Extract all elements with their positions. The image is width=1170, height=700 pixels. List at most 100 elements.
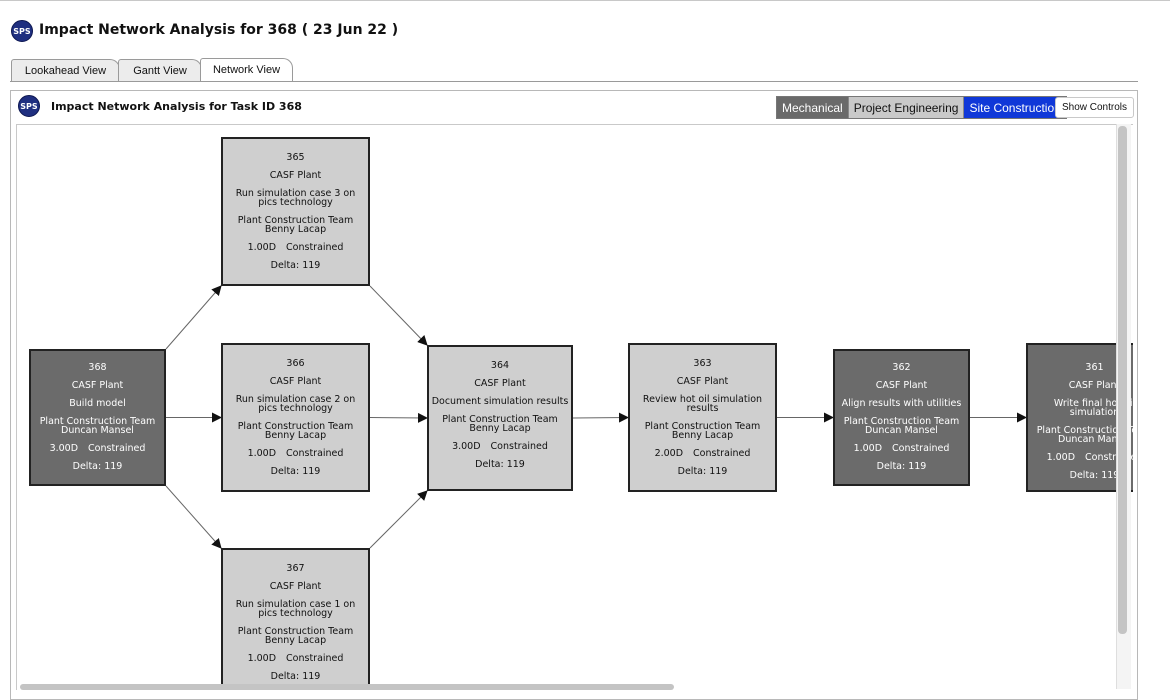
task-duration: 1.00D	[1046, 452, 1076, 463]
edge-365-364	[369, 285, 428, 346]
filter-mechanical[interactable]: Mechanical	[777, 97, 848, 118]
top-border	[0, 0, 1170, 1]
task-status: Constrained	[88, 443, 146, 454]
tab-gantt-view[interactable]: Gantt View	[118, 59, 202, 81]
task-id: 368	[88, 362, 107, 373]
tab-label: Lookahead View	[24, 64, 107, 77]
task-name: Review hot oil simulation results	[642, 394, 763, 414]
edge-364-363	[572, 412, 629, 423]
task-delta: Delta: 119	[677, 466, 728, 477]
task-name: Run simulation case 1 on pics technology	[235, 599, 356, 619]
panel-title: Impact Network Analysis for Task ID 368	[51, 100, 302, 113]
task-team: Plant Construction Team	[39, 416, 156, 427]
task-id: 361	[1085, 362, 1104, 373]
task-status: Constrained	[286, 448, 344, 459]
task-person: Duncan Mansel	[1058, 434, 1131, 445]
tab-label: Network View	[212, 64, 281, 76]
task-person: Duncan Mansel	[865, 425, 938, 436]
task-delta: Delta: 119	[270, 466, 321, 477]
task-person: Benny Lacap	[264, 430, 327, 441]
edge-368-365	[165, 285, 222, 350]
task-company: CASF Plant	[676, 376, 729, 387]
task-person: Benny Lacap	[264, 635, 327, 646]
task-company: CASF Plant	[269, 581, 322, 592]
task-team: Plant Construction Team	[843, 416, 960, 427]
page-title: Impact Network Analysis for 368 ( 23 Jun…	[39, 22, 399, 38]
task-duration-row: 1.00D Constrained	[223, 653, 368, 664]
task-name: Write final hot oil simulation	[1053, 398, 1133, 418]
task-status: Constrained	[286, 242, 344, 253]
task-status: Constrained	[693, 448, 751, 459]
task-id: 365	[286, 152, 305, 163]
task-duration: 3.00D	[49, 443, 79, 454]
task-team: Plant Construction Team	[237, 626, 354, 637]
task-delta: Delta: 119	[270, 671, 321, 682]
task-duration: 3.00D	[452, 441, 481, 452]
show-controls-button[interactable]: Show Controls	[1055, 97, 1134, 118]
task-name: Run simulation case 3 on pics technology	[235, 188, 356, 208]
tab-network-view[interactable]: Network View	[200, 58, 293, 81]
task-delta: Delta: 119	[475, 459, 525, 470]
filter-site-construction[interactable]: Site Construction	[964, 97, 1066, 118]
task-delta: Delta: 119	[1069, 470, 1120, 481]
task-duration: 1.00D	[247, 242, 277, 253]
department-filter: Mechanical Project Engineering Site Cons…	[776, 96, 1067, 119]
task-name: Run simulation case 2 on pics technology	[235, 394, 356, 414]
panel-sps-logo: SPS	[18, 95, 40, 117]
task-team: Plant Construction Team	[1036, 425, 1133, 436]
task-duration-row: 1.00D Constrained	[835, 443, 968, 454]
task-status: Constrained	[490, 441, 548, 452]
task-duration-row: 3.00D Constrained	[429, 441, 571, 452]
task-id: 366	[286, 358, 305, 369]
task-company: CASF Plant	[474, 378, 526, 389]
task-person: Benny Lacap	[469, 423, 531, 434]
task-name: Align results with utilities	[841, 398, 962, 409]
task-id: 367	[286, 563, 305, 574]
task-duration-row: 3.00D Constrained	[31, 443, 164, 454]
task-team: Plant Construction Team	[237, 421, 354, 432]
task-id: 364	[490, 360, 510, 371]
task-company: CASF Plant	[269, 170, 322, 181]
task-company: CASF Plant	[71, 380, 124, 391]
task-status: Constrained	[286, 653, 344, 664]
edge-367-364	[369, 490, 428, 549]
task-delta: Delta: 119	[270, 260, 321, 271]
task-duration: 1.00D	[247, 653, 277, 664]
task-duration-row: 1.00D Constrained	[223, 448, 368, 459]
tab-label: Gantt View	[133, 64, 187, 77]
task-company: CASF Plant	[875, 380, 928, 391]
task-delta: Delta: 119	[72, 461, 123, 472]
horizontal-scrollbar[interactable]	[20, 684, 674, 690]
task-team: Plant Construction Team	[442, 414, 558, 425]
task-company: CASF Plant	[269, 376, 322, 387]
task-duration: 1.00D	[853, 443, 883, 454]
task-team: Plant Construction Team	[237, 215, 354, 226]
tab-lookahead-view[interactable]: Lookahead View	[11, 59, 120, 81]
task-duration: 1.00D	[247, 448, 277, 459]
tab-divider	[10, 81, 1138, 82]
task-person: Duncan Mansel	[61, 425, 134, 436]
vertical-scrollbar[interactable]	[1118, 126, 1127, 634]
task-company: CASF Plant	[1068, 380, 1121, 391]
edge-368-367	[165, 485, 222, 549]
task-status: Constrained	[892, 443, 950, 454]
task-team: Plant Construction Team	[644, 421, 761, 432]
task-id: 362	[892, 362, 911, 373]
task-person: Benny Lacap	[264, 224, 327, 235]
filter-project-engineering[interactable]: Project Engineering	[847, 97, 965, 118]
task-id: 363	[693, 358, 712, 369]
dependency-edges	[165, 285, 1027, 549]
edge-366-364	[369, 412, 428, 423]
task-name: Document simulation results	[431, 396, 569, 407]
sps-logo: SPS	[11, 20, 33, 42]
